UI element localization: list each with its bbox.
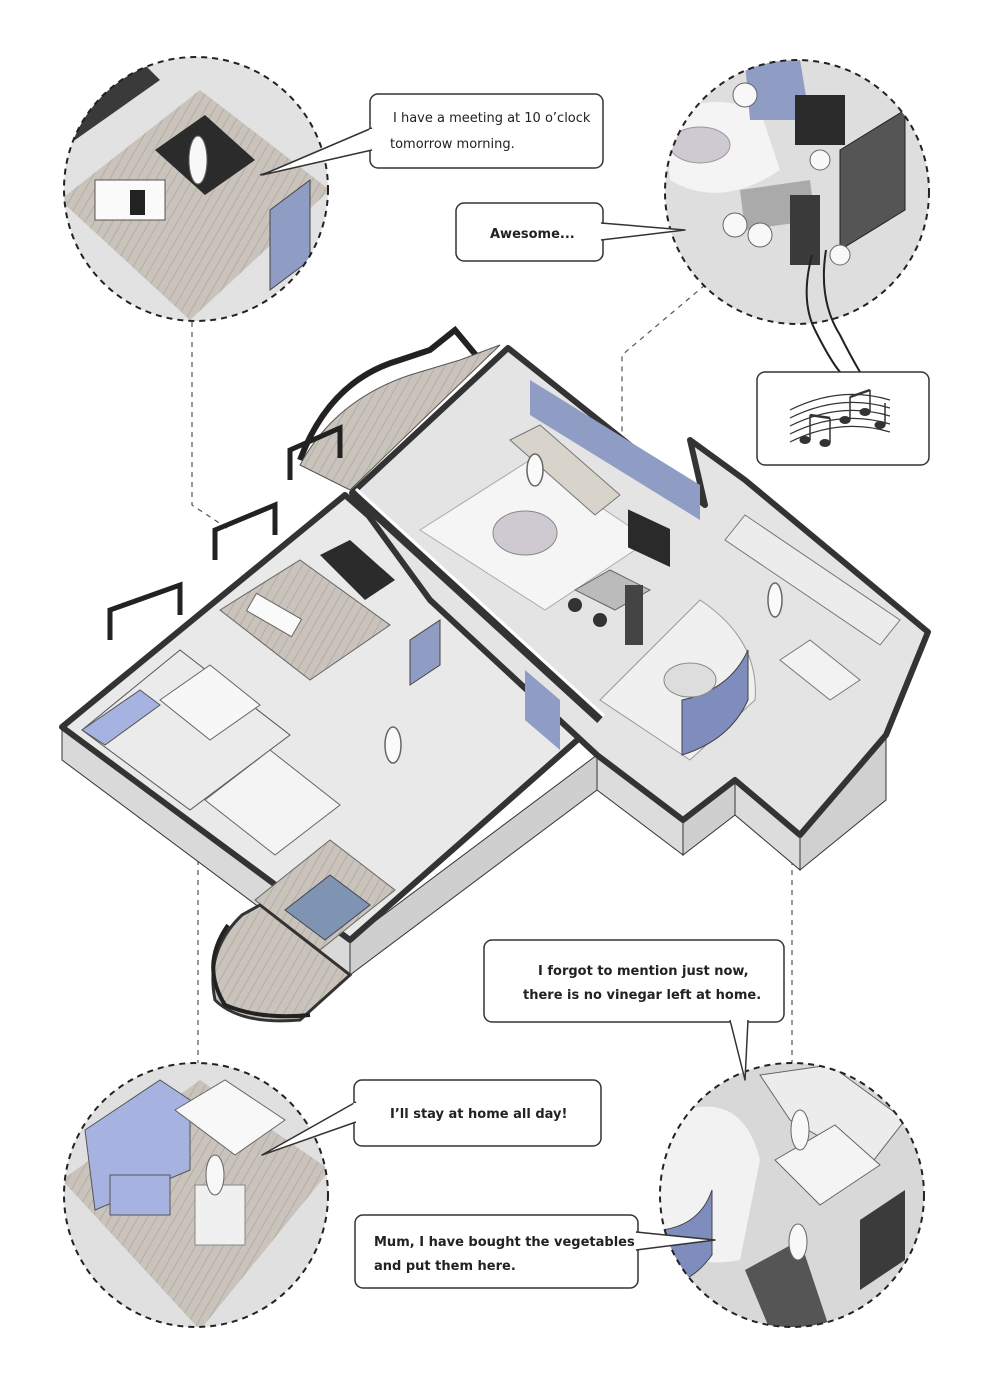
blue-wall-bath xyxy=(525,670,560,750)
bottom-balcony xyxy=(211,903,353,1023)
awesome-text: Awesome... xyxy=(490,227,575,242)
meeting-line-1: I have a meeting at 10 o’clock xyxy=(393,111,591,126)
bar-stool xyxy=(593,613,607,627)
top-balcony-floor xyxy=(299,344,501,491)
meeting-line-2: tomorrow morning. xyxy=(390,137,515,152)
study-floor xyxy=(219,559,391,681)
top-balcony-arch xyxy=(297,325,483,462)
speech-bubble-vegetables: Mum, I have bought the vegetables and pu… xyxy=(354,1214,716,1289)
central-partition-wall xyxy=(349,490,603,723)
music-notes-icon xyxy=(789,388,891,447)
vinegar-line-1: I forgot to mention just now, xyxy=(538,964,749,979)
wine-cabinet xyxy=(625,585,643,645)
callout-circle-bedroom xyxy=(63,1062,329,1328)
dining-table xyxy=(663,662,717,698)
blue-cabinet xyxy=(409,619,441,686)
piano xyxy=(628,509,670,567)
leader-lines xyxy=(191,284,793,1063)
study-desk xyxy=(245,592,303,638)
kitchen-island xyxy=(779,639,861,701)
central-partition-wall-top xyxy=(354,487,606,718)
master-bed xyxy=(159,664,261,741)
leader-line-bedroom xyxy=(191,322,231,531)
kitchen-counter xyxy=(724,514,901,646)
balcony-railing xyxy=(211,923,311,1019)
people-figures xyxy=(384,453,783,764)
person-figure xyxy=(384,726,402,764)
round-coffee-table xyxy=(492,510,558,556)
bar-stool xyxy=(568,598,582,612)
bathroom-floor xyxy=(204,749,341,856)
speech-bubble-vinegar: I forgot to mention just now, there is n… xyxy=(483,939,785,1081)
callout-circle-living xyxy=(664,59,930,325)
speech-bubble-awesome: Awesome... xyxy=(455,202,686,262)
speech-bubble-meeting: I have a meeting at 10 o’clock tomorrow … xyxy=(259,93,604,176)
window-frames xyxy=(107,424,343,640)
floor-plan xyxy=(59,325,931,1023)
blue-accent-wall xyxy=(530,380,700,520)
vegetables-line-1: Mum, I have bought the vegetables xyxy=(374,1235,635,1250)
master-bedroom-floor xyxy=(81,649,291,811)
callout-circle-kitchen xyxy=(659,1062,925,1328)
vegetables-line-2: and put them here. xyxy=(374,1259,516,1274)
study-sofa xyxy=(320,540,395,600)
person-figure xyxy=(526,453,544,487)
speech-bubble-stay-home: I’ll stay at home all day! xyxy=(261,1079,602,1156)
person-figure xyxy=(767,582,783,618)
vinegar-line-2: there is no vinegar left at home. xyxy=(523,988,761,1003)
speech-bubble-music xyxy=(756,249,930,466)
second-bed-patterned xyxy=(284,874,371,941)
stay-home-text: I’ll stay at home all day! xyxy=(390,1107,567,1122)
callout-circle-study xyxy=(63,56,329,322)
bedroom-blue-wardrobe xyxy=(81,689,161,746)
living-room-sofa xyxy=(509,424,621,516)
